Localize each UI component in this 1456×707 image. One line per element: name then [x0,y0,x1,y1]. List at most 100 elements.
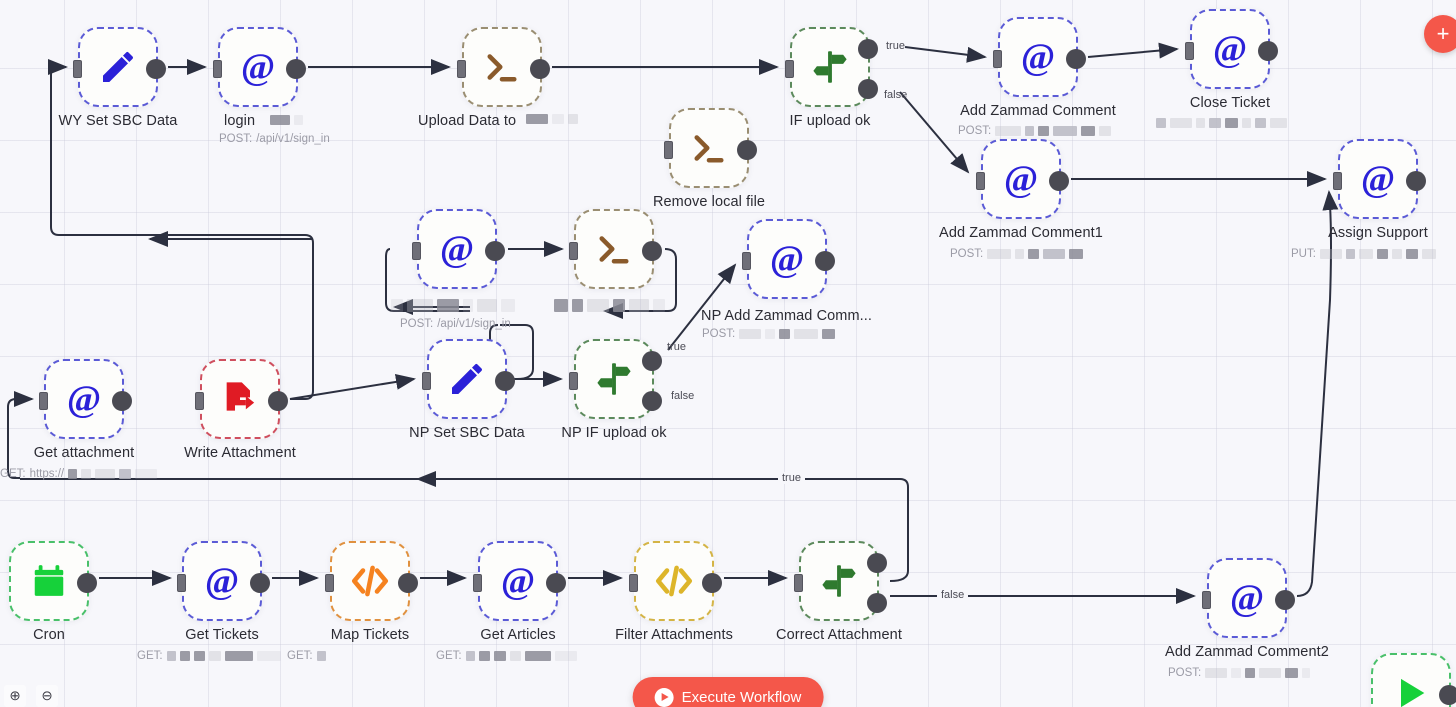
at-icon: @ [198,557,246,605]
node-np-set-sbc-data[interactable]: NP Set SBC Data [409,339,525,441]
node-subtitle: POST: [958,125,1112,137]
output-port[interactable] [485,241,505,261]
node-subtitle: POST: /api/v1/sign_in [400,318,511,330]
zoom-out-button[interactable]: ⊖ [36,685,58,707]
input-port[interactable] [569,242,578,260]
node-redaction [1156,118,1287,128]
node-cron[interactable]: Cron [9,541,97,643]
output-port[interactable] [398,573,418,593]
input-port[interactable] [794,574,803,592]
input-port[interactable] [664,141,673,159]
node-subtitle-value: /api/v1/sign_in [256,133,330,145]
add-node-button[interactable]: + [1424,15,1456,53]
node-subtitle: PUT: [1291,248,1436,260]
node-np-upload[interactable] [554,209,665,312]
node-wy-set-sbc-data[interactable]: WY Set SBC Data [59,27,177,129]
input-port[interactable] [177,574,186,592]
output-port[interactable] [268,391,288,411]
output-port[interactable] [495,371,515,391]
node-title: NP IF upload ok [561,425,667,441]
node-get-tickets[interactable]: @ Get Tickets GET: [137,541,281,662]
node-subtitle: GET: [287,650,326,662]
node-subtitle-prefix: POST: [1168,667,1202,679]
output-port[interactable] [1066,49,1086,69]
input-port[interactable] [976,172,985,190]
zoom-controls[interactable]: ⊕ ⊖ [4,685,58,707]
zoom-in-button[interactable]: ⊕ [4,685,26,707]
node-np-login[interactable]: @ POST: /api/v1/sign_in [391,209,515,330]
input-port[interactable] [993,50,1002,68]
execute-workflow-button[interactable]: Execute Workflow [632,677,824,707]
node-title: Get Tickets [185,627,259,643]
output-port-false[interactable] [867,593,887,613]
node-close-ticket[interactable]: @ Close Ticket [1156,9,1287,128]
output-port[interactable] [815,251,835,271]
node-subtitle-prefix: POST: [702,328,736,340]
node-np-add-zammad-comment[interactable]: @ NP Add Zammad Comm... POST: [701,219,872,340]
output-port[interactable] [530,59,550,79]
node-add-zammad-comment1[interactable]: @ Add Zammad Comment1 POST: [939,139,1103,260]
output-port[interactable] [702,573,722,593]
output-port-true[interactable] [858,39,878,59]
input-port[interactable] [422,372,431,390]
output-port[interactable] [1275,590,1295,610]
output-port[interactable] [737,140,757,160]
output-port[interactable] [546,573,566,593]
output-port[interactable] [1258,41,1278,61]
node-correct-attachment[interactable]: Correct Attachment [776,541,902,643]
node-title: Add Zammad Comment1 [939,225,1103,241]
input-port[interactable] [1333,172,1342,190]
node-np-if-upload-ok[interactable]: NP IF upload ok [561,339,667,441]
node-add-zammad-comment[interactable]: @ Add Zammad Comment POST: [958,17,1116,137]
svg-text:@: @ [1021,36,1055,77]
output-port[interactable] [112,391,132,411]
output-port-true[interactable] [642,351,662,371]
node-map-tickets[interactable]: Map Tickets GET: [287,541,418,662]
edge-label-false: false [937,589,969,601]
output-port-false[interactable] [858,79,878,99]
input-port[interactable] [73,60,82,78]
node-if-upload-ok[interactable]: IF upload ok [785,27,878,129]
output-port[interactable] [250,573,270,593]
svg-text:@: @ [1361,158,1395,199]
node-filter-attachments[interactable]: Filter Attachments [615,541,733,643]
input-port[interactable] [785,60,794,78]
output-port[interactable] [286,59,306,79]
input-port[interactable] [457,60,466,78]
edge-label-true: true [667,341,686,353]
node-upload-data-to[interactable]: Upload Data to [418,27,578,129]
input-port[interactable] [39,392,48,410]
node-write-attachment[interactable]: Write Attachment [184,359,296,461]
input-port[interactable] [213,60,222,78]
node-get-attachment[interactable]: @ Get attachment GET: https:// [0,359,158,480]
input-port[interactable] [629,574,638,592]
node-start[interactable] [1371,653,1456,707]
code-icon [650,557,698,605]
input-port[interactable] [1185,42,1194,60]
input-port[interactable] [742,252,751,270]
node-subtitle-prefix: GET: [436,650,462,662]
node-assign-support[interactable]: @ Assign Support PUT: [1291,139,1436,260]
input-port[interactable] [325,574,334,592]
input-port[interactable] [195,392,204,410]
output-port[interactable] [146,59,166,79]
output-port[interactable] [77,573,97,593]
output-port[interactable] [1049,171,1069,191]
output-port[interactable] [1406,171,1426,191]
node-get-articles[interactable]: @ Get Articles GET: [436,541,577,662]
input-port[interactable] [1202,591,1211,609]
output-port[interactable] [642,241,662,261]
node-add-zammad-comment2[interactable]: @ Add Zammad Comment2 POST: [1165,558,1329,679]
input-port[interactable] [569,372,578,390]
node-login[interactable]: @ login POST: /api/v1/sign_in [213,27,330,145]
output-port-false[interactable] [642,391,662,411]
edge-label-true: true [886,40,905,52]
input-port[interactable] [473,574,482,592]
output-port-true[interactable] [867,553,887,573]
at-icon: @ [234,43,282,91]
node-remove-local-file[interactable]: Remove local file [653,108,765,210]
output-port[interactable] [1439,685,1456,705]
node-redaction [1205,668,1311,678]
input-port[interactable] [412,242,421,260]
